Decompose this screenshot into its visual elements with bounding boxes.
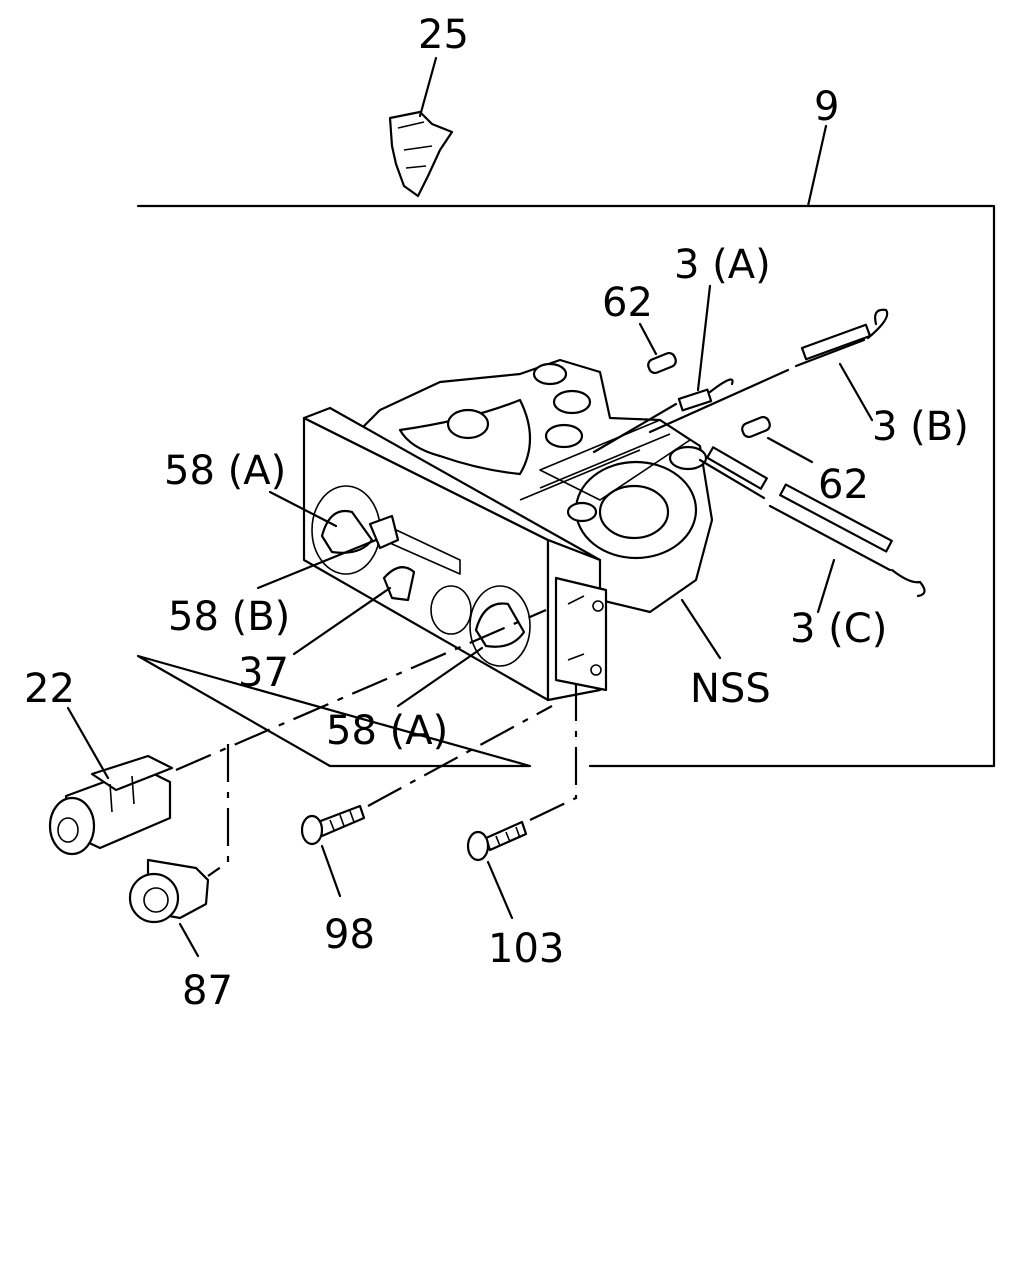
heater-control-unit <box>302 358 714 702</box>
callout-98: 98 <box>324 912 375 958</box>
callout-58a-bottom: 58 (A) <box>326 708 448 754</box>
callout-37: 37 <box>238 650 289 696</box>
leader-58b <box>256 538 378 590</box>
callout-58b: 58 (B) <box>168 594 290 640</box>
callout-62-upper: 62 <box>602 280 653 326</box>
callout-22: 22 <box>24 666 75 712</box>
callout-3b: 3 (B) <box>872 404 969 450</box>
callout-103: 103 <box>488 926 564 972</box>
screw-103 <box>466 680 578 920</box>
pin-62-lower <box>741 415 814 464</box>
leader-nss <box>680 598 722 660</box>
assembly-frame <box>136 204 996 768</box>
callout-25: 25 <box>418 12 469 58</box>
callout-58a-top: 58 (A) <box>164 448 286 494</box>
leader-58a-top <box>268 490 338 528</box>
callout-nss: NSS <box>690 666 771 712</box>
callout-87: 87 <box>182 968 233 1014</box>
callout-3a: 3 (A) <box>674 242 771 288</box>
callout-3c: 3 (C) <box>790 606 887 652</box>
leader-37 <box>292 586 392 656</box>
switch-22 <box>48 608 547 856</box>
leader-58a-bot <box>396 646 484 708</box>
bezel-87 <box>128 744 230 958</box>
pin-62-upper <box>638 322 677 375</box>
leader-9 <box>806 124 828 208</box>
cable-3c <box>698 446 926 614</box>
callout-62-lower: 62 <box>818 462 869 508</box>
callout-9: 9 <box>814 84 839 130</box>
cable-3b <box>648 308 889 434</box>
clip-25 <box>388 56 454 198</box>
screw-98 <box>300 705 553 898</box>
cable-3a <box>592 284 734 454</box>
